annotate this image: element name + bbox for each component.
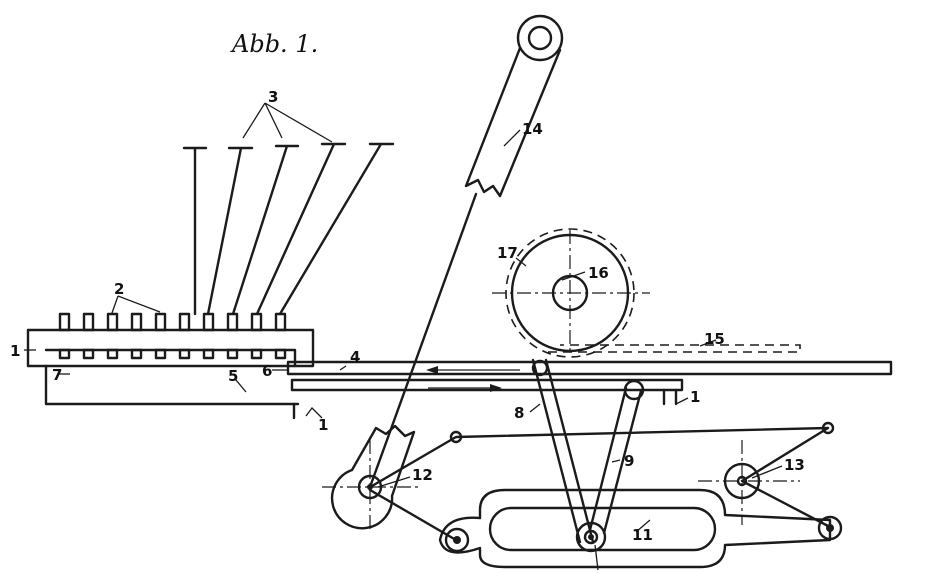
figure-title: Abb. 1. [230, 30, 318, 58]
bracket-1-right [662, 388, 678, 406]
label-8: 8 [514, 404, 524, 422]
paper-15 [548, 344, 801, 353]
label-9: 9 [624, 452, 634, 470]
wheel-hub-16 [492, 230, 650, 350]
label-5: 5 [228, 367, 238, 385]
label-1-right: 1 [690, 388, 700, 406]
label-16: 16 [588, 264, 609, 282]
slide-4 [286, 360, 893, 376]
frame-1 [26, 328, 315, 406]
lower-pins [58, 348, 287, 360]
bar-5 [290, 378, 684, 392]
keys-3 [182, 142, 395, 316]
leader-lines [24, 102, 783, 533]
crank-12 [322, 424, 418, 530]
lever-14 [368, 14, 564, 489]
rod-8 [531, 358, 595, 544]
label-7: 7 [52, 366, 62, 384]
label-3: 3 [268, 88, 278, 106]
label-12: 12 [412, 466, 433, 484]
label-1-left: 1 [10, 342, 20, 360]
rod-9 [575, 379, 645, 571]
key-stems-2 [58, 312, 287, 332]
label-2: 2 [114, 280, 124, 298]
label-13: 13 [784, 456, 805, 474]
label-17: 17 [497, 244, 518, 262]
label-4: 4 [350, 348, 360, 366]
label-14: 14 [522, 120, 543, 138]
label-6: 6 [262, 362, 272, 380]
slotted-link-11 [438, 488, 843, 569]
label-15: 15 [704, 330, 725, 348]
label-1-bracket: 1 [318, 416, 328, 434]
crank-13 [698, 440, 800, 525]
label-11: 11 [632, 526, 653, 544]
